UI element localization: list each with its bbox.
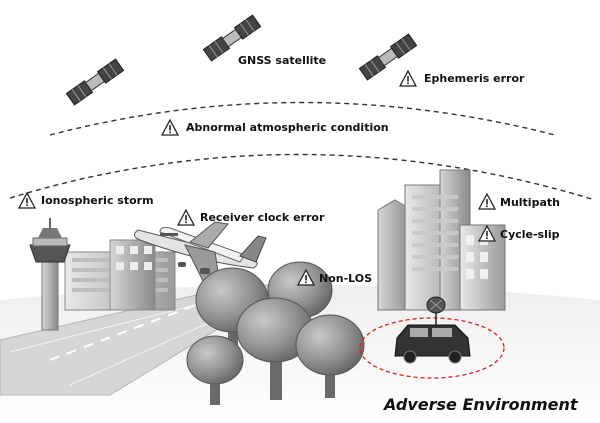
- control-tower-icon: [29, 218, 71, 331]
- atmosphere-outer-arc: [49, 101, 556, 136]
- receiver-clock-error-label: Receiver clock error: [200, 211, 325, 224]
- warning-triangle-icon: [177, 209, 195, 226]
- warning-triangle-icon: [161, 119, 179, 136]
- warning-triangle-icon: [297, 269, 315, 286]
- building-icon: [64, 239, 176, 311]
- satellite-icon: [358, 33, 418, 81]
- gnss-satellite-label: GNSS satellite: [238, 54, 327, 67]
- ephemeris-error-label: Ephemeris error: [424, 72, 525, 85]
- ionospheric-storm-label: Ionospheric storm: [41, 194, 154, 207]
- warning-triangle-icon: [18, 192, 36, 209]
- satellite-icon: [65, 58, 125, 106]
- airplane-icon: [134, 221, 267, 286]
- warning-triangle-icon: [478, 193, 496, 210]
- tree-icon: [186, 335, 244, 405]
- satellite-icon: [202, 14, 262, 62]
- adverse-environment-caption: Adverse Environment: [384, 395, 578, 414]
- vehicle-range-ellipse: [359, 317, 505, 379]
- warning-triangle-icon: [399, 70, 417, 87]
- tree-icon: [295, 314, 365, 398]
- building-icon: [377, 169, 506, 311]
- abnormal-atmospheric-condition-label: Abnormal atmospheric condition: [186, 121, 389, 134]
- tree-icon: [236, 297, 314, 400]
- multipath-label: Multipath: [500, 196, 560, 209]
- non-los-label: Non-LOS: [319, 272, 373, 285]
- cycle-slip-label: Cycle-slip: [500, 228, 560, 241]
- warning-triangle-icon: [478, 225, 496, 242]
- vehicle-icon: [394, 296, 471, 364]
- atmosphere-inner-arc: [9, 153, 596, 201]
